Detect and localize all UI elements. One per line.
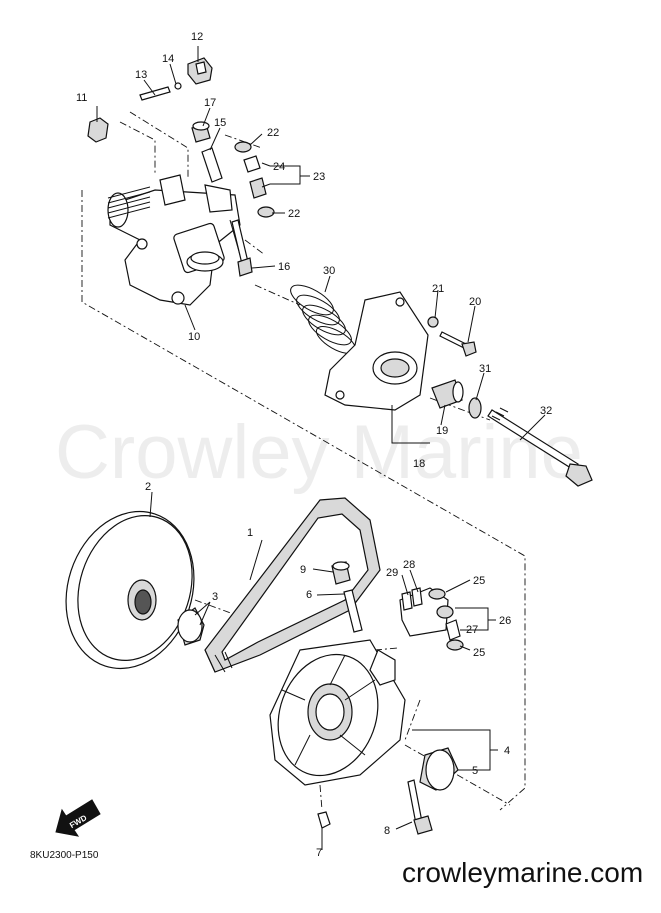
roller-parts — [331, 561, 464, 651]
leader-lines — [96, 46, 546, 850]
callout-19: 19 — [436, 425, 448, 437]
callout-14: 14 — [162, 53, 174, 65]
callout-26: 26 — [499, 615, 511, 627]
spring-cover — [324, 291, 482, 419]
fwd-arrow-icon: FWD — [55, 799, 101, 837]
callout-31: 31 — [479, 363, 491, 375]
watermark-text: Crowley Marine — [55, 410, 583, 495]
callout-30: 30 — [323, 265, 335, 277]
callout-27: 27 — [466, 624, 478, 636]
callout-22-upper: 22 — [267, 127, 279, 139]
fixed-sheave-assembly — [107, 174, 241, 306]
callout-12: 12 — [191, 31, 203, 43]
callout-18: 18 — [413, 458, 425, 470]
callout-7: 7 — [316, 847, 322, 859]
callout-32: 32 — [540, 405, 552, 417]
callout-3: 3 — [212, 591, 218, 603]
callout-15: 15 — [214, 117, 226, 129]
secondary-sheave — [269, 639, 459, 835]
callout-17: 17 — [204, 97, 216, 109]
callout-23: 23 — [313, 171, 325, 183]
weight-parts — [87, 57, 275, 277]
diagram-code: 8KU2300-P150 — [30, 850, 99, 861]
callout-24: 24 — [273, 161, 285, 173]
callout-1: 1 — [247, 527, 253, 539]
callout-21: 21 — [432, 283, 444, 295]
callout-29: 29 — [386, 567, 398, 579]
long-bolt — [487, 407, 593, 487]
callout-10: 10 — [188, 331, 200, 343]
callout-8: 8 — [384, 825, 390, 837]
callout-13: 13 — [135, 69, 147, 81]
callout-4: 4 — [504, 745, 510, 757]
callout-25-upper: 25 — [473, 575, 485, 587]
spring — [290, 284, 357, 354]
callout-16: 16 — [278, 261, 290, 273]
callout-28: 28 — [403, 559, 415, 571]
callout-6: 6 — [306, 589, 312, 601]
callout-20: 20 — [469, 296, 481, 308]
callout-11: 11 — [76, 92, 87, 104]
callout-9: 9 — [300, 564, 306, 576]
drive-belt — [204, 497, 381, 673]
callout-2: 2 — [145, 481, 151, 493]
footer-url: crowleymarine.com — [402, 857, 643, 888]
sliding-sheave — [65, 510, 195, 670]
callout-5: 5 — [472, 765, 478, 777]
bushing — [177, 607, 205, 646]
callout-22-lower: 22 — [288, 208, 300, 220]
callout-25-lower: 25 — [473, 647, 485, 659]
callout-labels: 1 2 3 4 5 6 7 8 9 10 11 12 13 14 15 16 1… — [76, 31, 552, 859]
